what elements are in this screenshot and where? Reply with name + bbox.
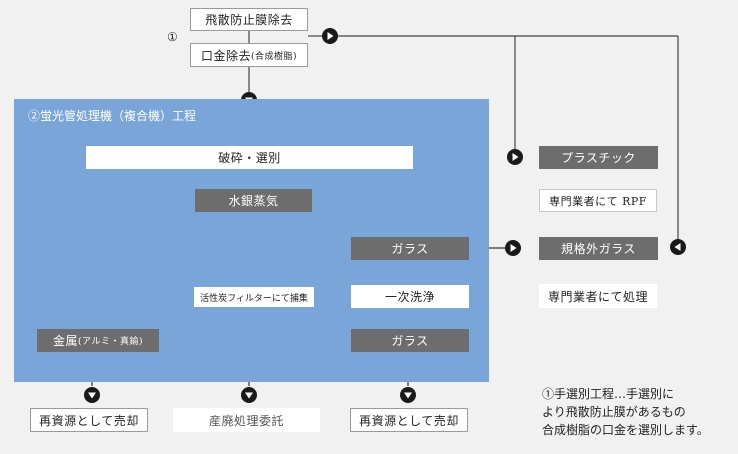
plastic-arrow-icon <box>507 149 523 165</box>
primary-wash-label: 一次洗浄 <box>384 290 435 304</box>
film-removal-label: 飛散防止膜除去 <box>205 13 293 27</box>
mercury-vapor-label: 水銀蒸気 <box>228 194 279 208</box>
crush-sort-label: 破砕・選別 <box>218 151 281 165</box>
glass-to-nonstandard-arrow-icon <box>505 240 521 256</box>
region-title: ②蛍光管処理機（複合機）工程 <box>28 109 197 123</box>
nonstandard-glass-left-arrow-icon <box>670 239 686 255</box>
sell-right-box: 再資源として売却 <box>350 408 468 432</box>
metal-label: 金属 <box>53 334 79 348</box>
nonstandard-glass-label: 規格外ガラス <box>561 242 636 256</box>
specialist-label: 専門業者にて処理 <box>547 289 648 304</box>
glass-top-box: ガラス <box>351 237 469 260</box>
primary-wash-box: 一次洗浄 <box>351 285 469 308</box>
note-line-3: 合成樹脂の口金を選別します。 <box>542 423 709 437</box>
metal-box: 金属(アルミ・真鍮) <box>37 329 159 352</box>
sell-right-label: 再資源として売却 <box>359 413 459 428</box>
crush-sort-box: 破砕・選別 <box>86 146 413 169</box>
rpf-box: 専門業者にて RPF <box>539 189 657 212</box>
carbon-filter-box: 活性炭フィルターにて捕集 <box>194 287 314 307</box>
note-line-2: より飛散防止膜があるもの <box>542 405 686 419</box>
glass-bottom-box: ガラス <box>351 329 469 352</box>
film-removal-box: 飛散防止膜除去 <box>190 8 308 31</box>
waste-output-arrow-icon <box>241 387 257 403</box>
sell-left-label: 再資源として売却 <box>39 413 139 428</box>
rpf-label: 専門業者にて RPF <box>549 194 647 208</box>
cap-removal-note: (合成樹脂) <box>250 51 298 62</box>
specialist-box: 専門業者にて処理 <box>539 284 657 308</box>
top-right-arrow-icon <box>322 28 338 44</box>
metal-output-arrow-icon <box>84 387 100 403</box>
plastic-label: プラスチック <box>561 151 636 165</box>
glass-output-arrow-icon <box>400 387 416 403</box>
glass-top-label: ガラス <box>391 242 429 256</box>
metal-note: (アルミ・真鍮) <box>78 337 143 347</box>
glass-bottom-label: ガラス <box>391 334 429 348</box>
mercury-vapor-box: 水銀蒸気 <box>195 189 312 212</box>
sell-left-box: 再資源として売却 <box>30 408 148 432</box>
waste-box: 産廃処理委託 <box>173 408 320 432</box>
step1-marker: ① <box>167 30 178 44</box>
note-line-1: ①手選別工程…手選別に <box>542 387 675 401</box>
cap-removal-label: 口金除去 <box>200 48 251 63</box>
nonstandard-glass-box: 規格外ガラス <box>539 237 658 260</box>
carbon-filter-label: 活性炭フィルターにて捕集 <box>200 293 308 304</box>
waste-label: 産廃処理委託 <box>208 413 284 428</box>
plastic-box: プラスチック <box>539 146 658 169</box>
cap-removal-box: 口金除去(合成樹脂) <box>190 43 308 67</box>
